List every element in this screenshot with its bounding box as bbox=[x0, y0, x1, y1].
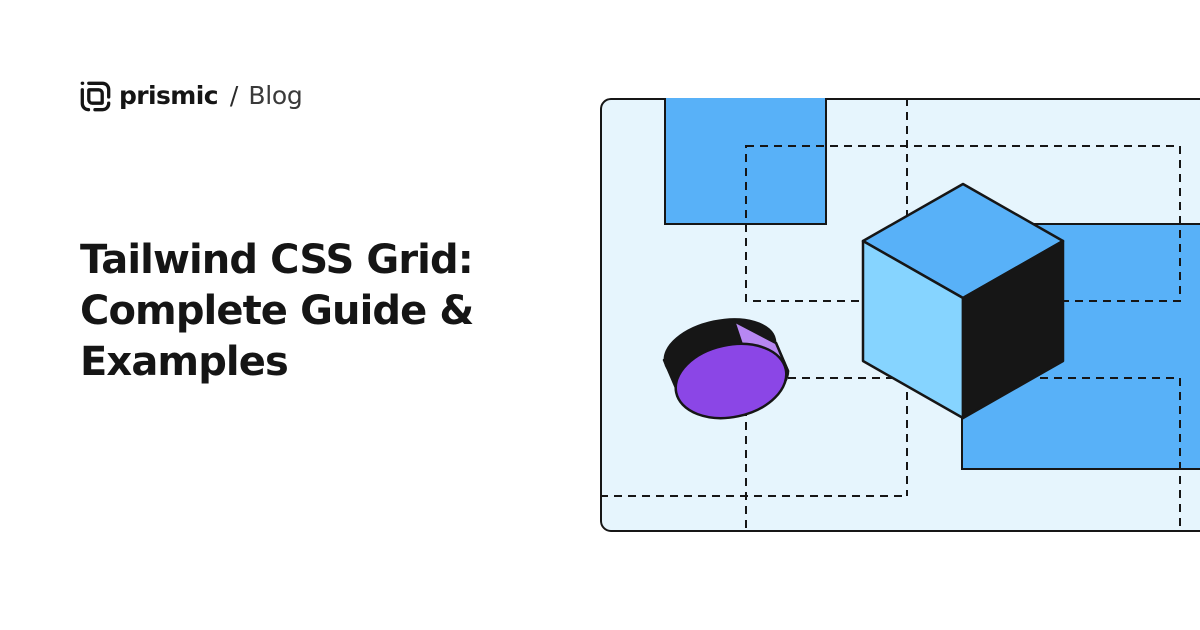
article-title-line-1: Tailwind CSS Grid: bbox=[80, 237, 474, 283]
isometric-cube bbox=[861, 182, 1065, 420]
article-title-line-2: Complete Guide & bbox=[80, 288, 474, 334]
brand-name: prismic bbox=[119, 81, 219, 110]
cube-right-face bbox=[961, 239, 1065, 420]
purple-disc bbox=[662, 318, 790, 420]
disc-top bbox=[674, 342, 788, 420]
prismic-logo-icon bbox=[80, 81, 111, 111]
article-title-line-3: Examples bbox=[80, 339, 289, 385]
grid-cube-illustration bbox=[600, 98, 1200, 532]
article-title: Tailwind CSS Grid: Complete Guide & Exam… bbox=[80, 235, 580, 388]
brand-section-link[interactable]: Blog bbox=[248, 81, 303, 110]
brand-lockup[interactable]: prismic / Blog bbox=[79, 78, 303, 114]
brand-separator: / bbox=[229, 81, 239, 110]
